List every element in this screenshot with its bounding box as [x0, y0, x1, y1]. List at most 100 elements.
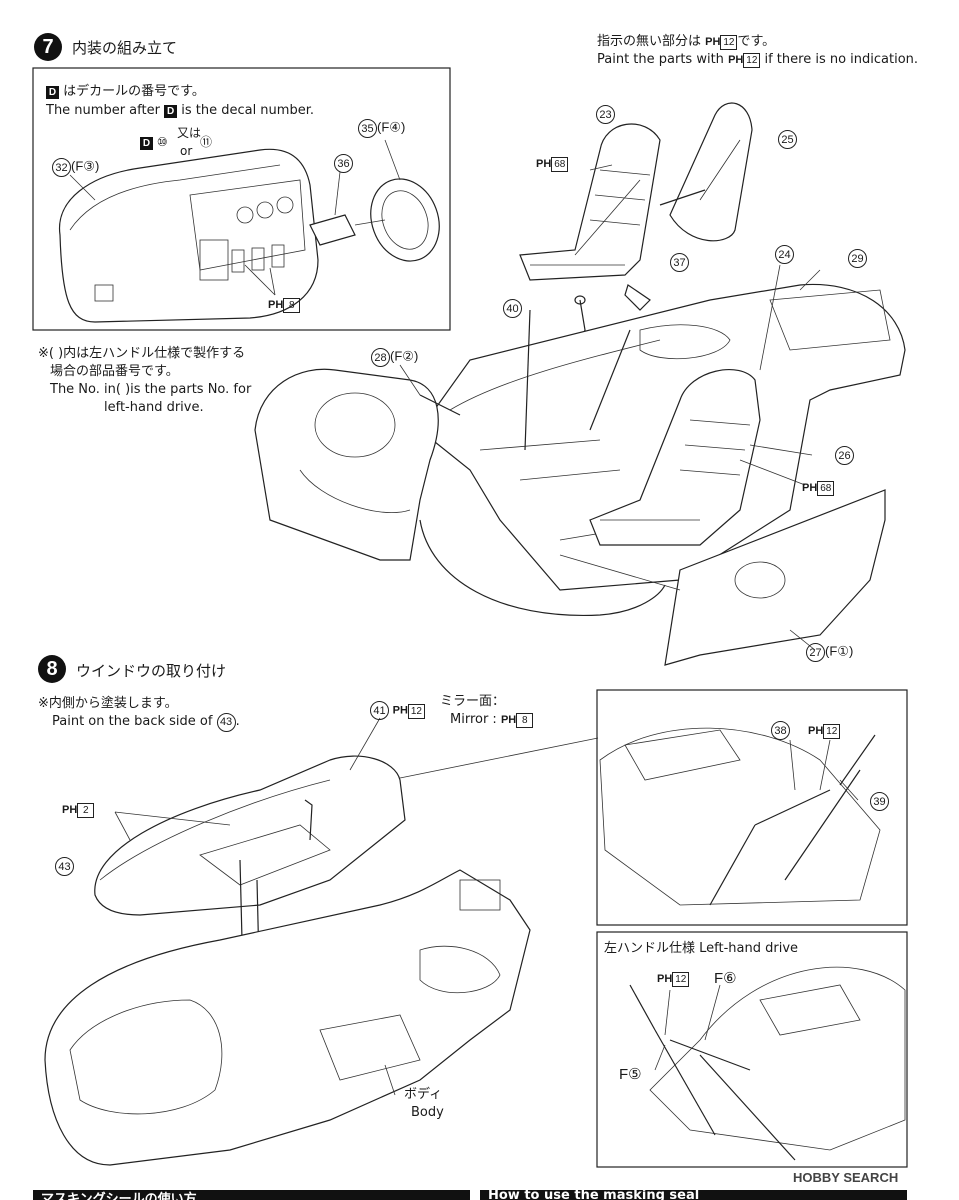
paint-code-box: 12 [823, 724, 841, 739]
paint-code-box: 2 [77, 803, 95, 818]
bottom-right-title: How to use the masking seal [488, 1190, 700, 1200]
step-7-badge: 7 [34, 33, 62, 61]
part-28-callout: 28(F②) [371, 348, 418, 367]
decal-or-en: or [180, 144, 193, 158]
part-40-callout: 40 [503, 299, 522, 318]
part-number: 38 [771, 721, 790, 740]
paint-code-box: 12 [743, 53, 761, 68]
ph-label: PH [500, 714, 517, 726]
step-8-title: ウインドウの取り付け [76, 662, 227, 680]
ph-label: PH [728, 54, 744, 66]
lhd-note-en-2: left-hand drive. [104, 400, 204, 415]
ph-label: PH [657, 973, 673, 985]
ph-label: PH [536, 158, 552, 170]
paint-note-en-pre: Paint the parts with [597, 52, 724, 67]
part-36-callout: 36 [334, 154, 353, 173]
part-39-callout: 39 [870, 792, 889, 811]
part-number: 25 [778, 130, 797, 149]
decal-note-en-post: is the decal number. [181, 103, 314, 118]
body-label-en: Body [411, 1105, 444, 1120]
part-number: 32 [52, 158, 71, 177]
part-26-callout: 26 [835, 446, 854, 465]
body-label-jp: ボディ [404, 1087, 443, 1102]
ph-label: PH [62, 804, 78, 816]
ph-label: PH [808, 725, 824, 737]
paint-code-box: 68 [817, 481, 835, 496]
lhd-note-en-1: The No. in( )is the parts No. for [50, 382, 252, 397]
decal-note-jp-text: はデカールの番号です。 [63, 84, 205, 99]
part-number: 41 [370, 701, 389, 720]
part-number: 26 [835, 446, 854, 465]
decal-note-jp: D はデカールの番号です。 [46, 83, 205, 100]
decal-icon: D [46, 86, 59, 99]
lhd-title: 左ハンドル仕様 Left-hand drive [604, 941, 799, 956]
part-number: 40 [503, 299, 522, 318]
paint-code-box: 12 [720, 35, 738, 50]
part-38-callout: 38 [771, 721, 790, 740]
decal-icon: D [164, 105, 178, 118]
part-number: 36 [334, 154, 353, 173]
bottom-left-title: マスキングシールの使い方 [41, 1192, 197, 1200]
mirror-jp: ミラー面： [440, 694, 506, 709]
step-7-title: 内装の組み立て [72, 39, 178, 57]
inner-note-en: Paint on the back side of 43. [52, 713, 240, 732]
part-number: 35 [358, 119, 377, 138]
part-32-callout: 32(F③) [52, 158, 99, 177]
decal-ref: D ⑩ [140, 134, 168, 151]
part-alt: F④ [381, 119, 401, 135]
part-number: 29 [848, 249, 867, 268]
ph-label: PH [705, 36, 721, 48]
part-number: 24 [775, 245, 794, 264]
part-43-callout: 43 [55, 857, 74, 876]
decal-icon: D [140, 137, 153, 150]
watermark: HOBBY SEARCH [793, 1170, 899, 1185]
ph-label: PH [268, 299, 284, 311]
decal-note-en: The number after D is the decal number. [46, 102, 314, 119]
part-number: 37 [670, 253, 689, 272]
part-25-callout: 25 [778, 130, 797, 149]
paint-note-jp-text: 指示の無い部分は [597, 34, 702, 49]
part-29-callout: 29 [848, 249, 867, 268]
part-number: 23 [596, 105, 615, 124]
part-number: 27 [806, 643, 825, 662]
part-number: 43 [55, 857, 74, 876]
decal-note-en-pre: The number after [46, 103, 160, 118]
inner-note-en-pre: Paint on the back side of [52, 714, 213, 729]
part-alt: F② [394, 348, 414, 364]
bottom-right-bar: How to use the masking seal [480, 1190, 907, 1200]
decal-10: ⑩ [156, 135, 168, 149]
lhd-f6-label: F⑥ [714, 970, 737, 987]
part-24-callout: 24 [775, 245, 794, 264]
part-alt: F① [829, 643, 849, 659]
paint-note-en-post: if there is no indication. [764, 52, 919, 67]
paint-code-box: 8 [283, 298, 301, 313]
part-number: 39 [870, 792, 889, 811]
lhd-note-jp-1: ※( )内は左ハンドル仕様で製作する [38, 346, 246, 361]
part-27-callout: 27(F①) [806, 643, 853, 662]
paint-code-box: 8 [516, 713, 534, 728]
lhd-f5-label: F⑤ [619, 1066, 642, 1083]
part-number: 43 [216, 713, 236, 732]
step-8-badge: 8 [38, 655, 66, 683]
part-number: 28 [371, 348, 390, 367]
part-35-callout: 35(F④) [358, 119, 405, 138]
decal-11: ⑪ [200, 135, 213, 149]
ph-label: PH [392, 704, 408, 717]
ph-label: PH [802, 482, 818, 494]
part-23-callout: 23 [596, 105, 615, 124]
paint-note-jp-end: です。 [737, 34, 776, 49]
mirror-en-label: Mirror : [450, 712, 497, 727]
part-37-callout: 37 [670, 253, 689, 272]
part-alt: F③ [75, 158, 95, 174]
bottom-left-bar: マスキングシールの使い方 [33, 1190, 470, 1200]
paint-code-box: 12 [407, 703, 425, 719]
